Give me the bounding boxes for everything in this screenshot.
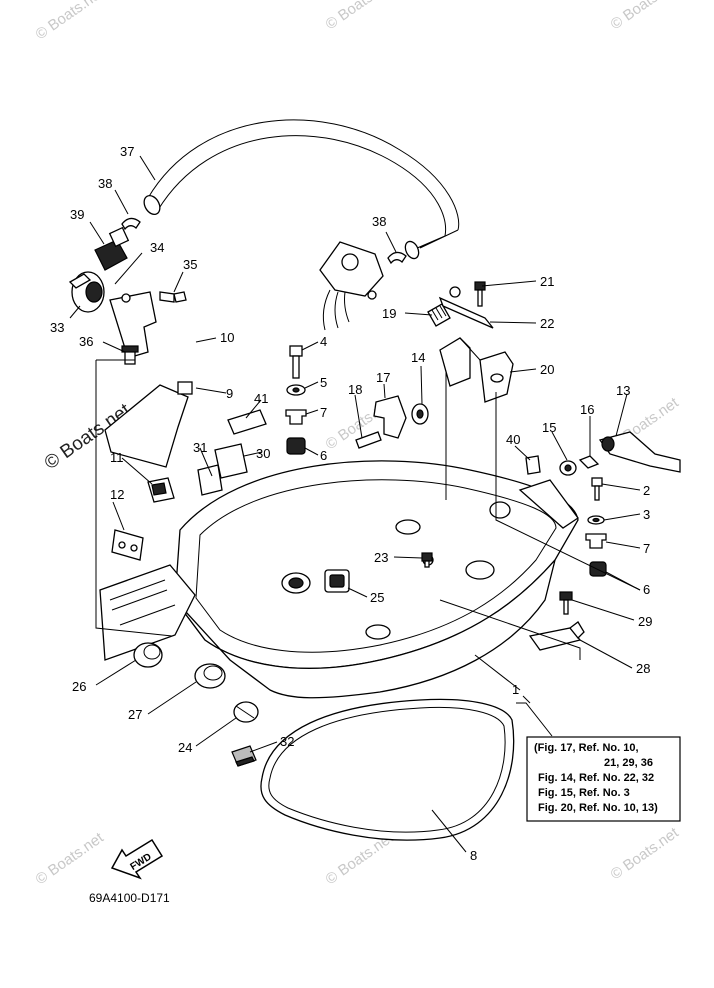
callout-3: 3 xyxy=(643,507,650,522)
grommet-6 xyxy=(286,437,306,455)
callout-12: 12 xyxy=(110,487,124,502)
callout-31: 31 xyxy=(193,440,207,455)
grommet-24 xyxy=(233,701,259,723)
watermark: © Boats.net xyxy=(33,0,108,43)
hose-37 xyxy=(143,119,460,260)
watermark: © Boats.net xyxy=(608,824,683,883)
holder-20 xyxy=(439,337,514,403)
grommet-14 xyxy=(411,403,429,425)
callout-23: 23 xyxy=(374,550,388,565)
callout-39: 39 xyxy=(70,207,84,222)
callout-19: 19 xyxy=(382,306,396,321)
grommet-26 xyxy=(133,642,163,668)
seal-8 xyxy=(260,698,515,841)
note-line: Fig. 15, Ref. No. 3 xyxy=(538,787,630,799)
grommet-32 xyxy=(231,745,257,767)
callout-24: 24 xyxy=(178,740,192,755)
callout-9: 9 xyxy=(226,386,233,401)
callout-25: 25 xyxy=(370,590,384,605)
grommet-11 xyxy=(147,477,175,503)
callout-13: 13 xyxy=(616,383,630,398)
nut-16 xyxy=(578,455,600,469)
label-40 xyxy=(525,455,541,475)
callout-7: 7 xyxy=(320,405,327,420)
callout-18: 18 xyxy=(348,382,362,397)
note-frame xyxy=(526,736,681,822)
callout-10: 10 xyxy=(220,330,234,345)
callout-5: 5 xyxy=(320,375,327,390)
plate-28 xyxy=(528,621,585,651)
lever-22 xyxy=(438,286,494,329)
callout-41: 41 xyxy=(254,391,268,406)
plate-12 xyxy=(111,529,144,561)
callout-16: 16 xyxy=(580,402,594,417)
callout-38: 38 xyxy=(372,214,386,229)
diagram-code: 69A4100-D171 xyxy=(89,891,170,905)
callout-14: 14 xyxy=(411,350,425,365)
callout-20: 20 xyxy=(540,362,554,377)
fuel-connector-bracket xyxy=(319,241,384,331)
callout-40: 40 xyxy=(506,432,520,447)
watermark: © Boats.net xyxy=(608,0,683,33)
hose-clip-38 xyxy=(121,217,407,265)
bolt-4 xyxy=(289,345,303,379)
callout-32: 32 xyxy=(280,734,294,749)
bolt-35 xyxy=(159,291,187,303)
grommet-15 xyxy=(559,460,577,476)
callout-7: 7 xyxy=(643,541,650,556)
callout-8: 8 xyxy=(470,848,477,863)
collar-7-right xyxy=(585,533,607,549)
callout-6: 6 xyxy=(320,448,327,463)
note-line: 21, 29, 36 xyxy=(604,757,653,769)
callout-21: 21 xyxy=(540,274,554,289)
note-line: (Fig. 17, Ref. No. 10, xyxy=(534,742,639,754)
callout-17: 17 xyxy=(376,370,390,385)
watermark: © Boats.net xyxy=(33,829,108,888)
callout-11: 11 xyxy=(110,450,124,465)
washer-3 xyxy=(587,515,605,525)
callout-22: 22 xyxy=(540,316,554,331)
callout-38: 38 xyxy=(98,176,112,191)
callout-2: 2 xyxy=(643,483,650,498)
bolt-2 xyxy=(591,477,603,501)
bracket-17 xyxy=(373,395,407,439)
callout-30: 30 xyxy=(256,446,270,461)
note-line: Fig. 14, Ref. No. 22, 32 xyxy=(538,772,654,784)
callout-15: 15 xyxy=(542,420,556,435)
screw-18 xyxy=(355,431,382,449)
callout-1: 1 xyxy=(512,682,519,697)
callout-6: 6 xyxy=(643,582,650,597)
callout-37: 37 xyxy=(120,144,134,159)
washer-5 xyxy=(286,384,306,396)
note-line: Fig. 20, Ref. No. 10, 13) xyxy=(538,802,658,814)
bolt-29 xyxy=(559,591,573,615)
callout-34: 34 xyxy=(150,240,164,255)
callout-36: 36 xyxy=(79,334,93,349)
fwd-arrow-icon xyxy=(110,838,164,880)
cap-33 xyxy=(68,271,105,313)
callout-26: 26 xyxy=(72,679,86,694)
leader-lines xyxy=(69,155,641,853)
grommet-27 xyxy=(194,663,226,689)
bottom-cowling-1 xyxy=(99,460,579,699)
collar-7 xyxy=(285,409,307,425)
reference-note-box: (Fig. 17, Ref. No. 10, 21, 29, 36 Fig. 1… xyxy=(526,736,681,822)
callout-numbers: 37 38 39 34 35 33 36 38 10 9 4 5 7 6 18 … xyxy=(50,144,652,863)
bolt-36 xyxy=(121,345,139,365)
forward-arrow: FWD xyxy=(110,838,164,880)
callout-28: 28 xyxy=(636,661,650,676)
spring-19 xyxy=(427,303,451,327)
grommet-6-right xyxy=(589,561,607,577)
grommet-39 xyxy=(94,226,130,271)
bracket-assembly-left xyxy=(104,381,267,496)
callout-35: 35 xyxy=(183,257,197,272)
callout-4: 4 xyxy=(320,334,327,349)
screw-23 xyxy=(421,552,433,568)
callout-27: 27 xyxy=(128,707,142,722)
callout-33: 33 xyxy=(50,320,64,335)
watermark: © Boats.net xyxy=(323,0,398,33)
callout-29: 29 xyxy=(638,614,652,629)
lever-13 xyxy=(598,431,681,473)
